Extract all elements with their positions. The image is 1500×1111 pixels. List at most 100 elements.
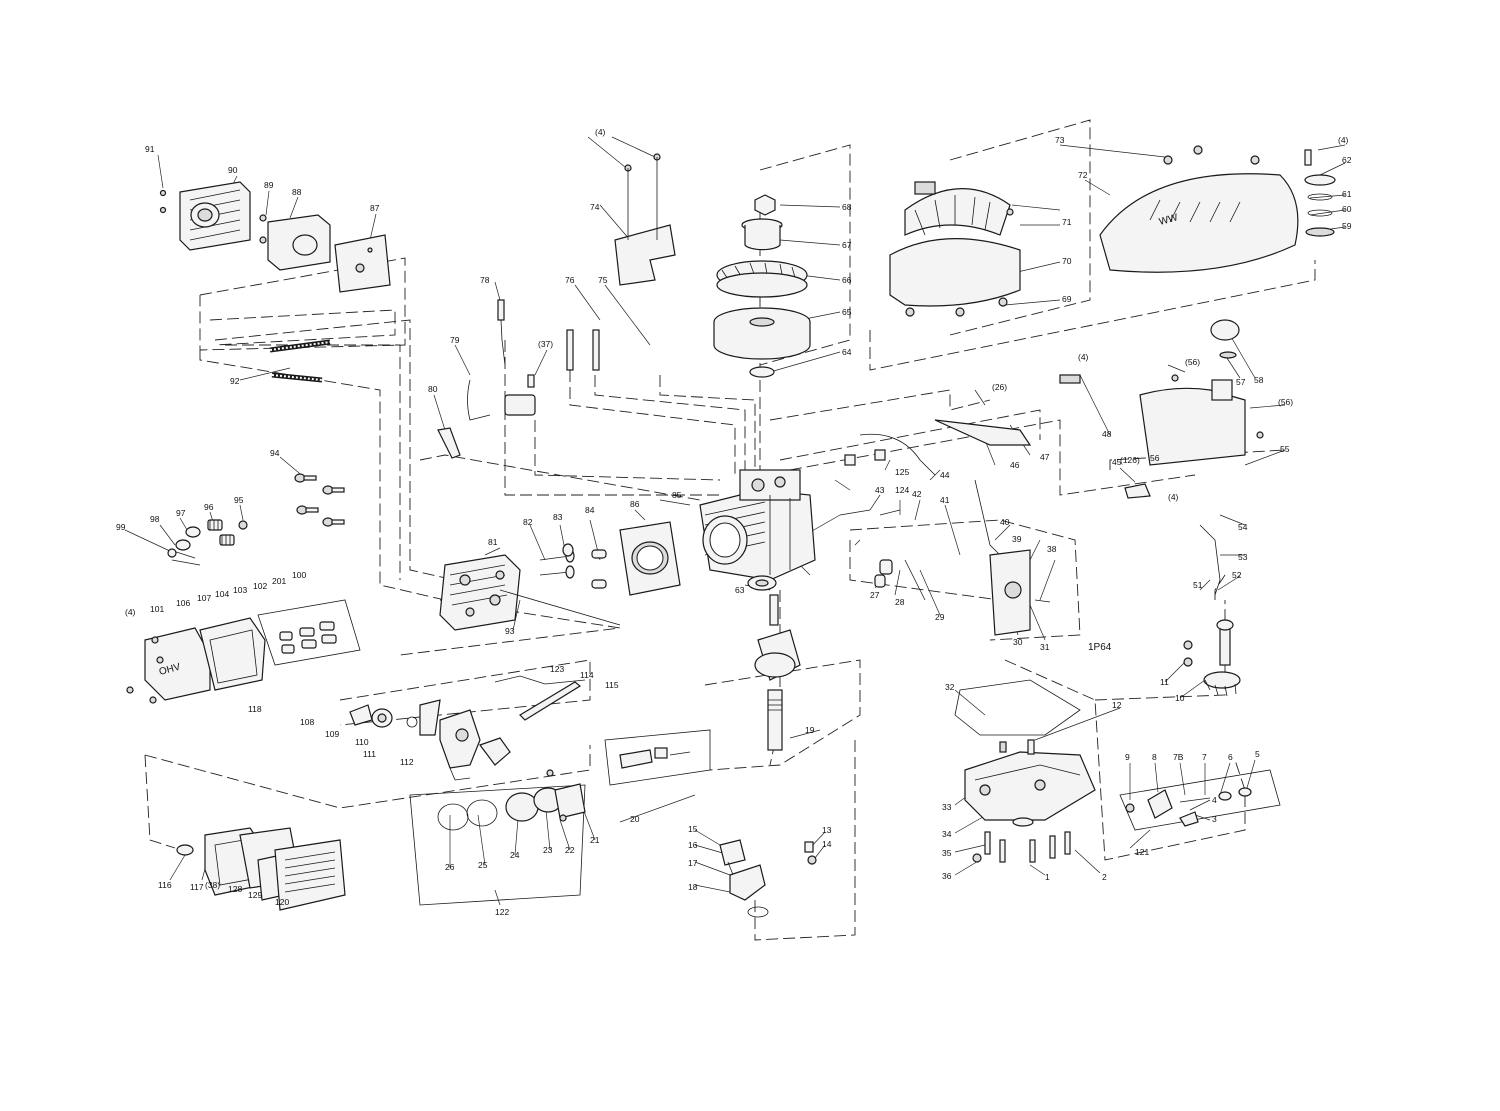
- label-25: 25: [478, 860, 488, 870]
- label-11: 11: [1160, 677, 1169, 687]
- label-112: 112: [400, 757, 414, 767]
- valve-parts: [167, 519, 248, 566]
- label-17: 17: [688, 858, 698, 868]
- governor-parts: [1119, 769, 1281, 831]
- label-99: 99: [116, 522, 126, 532]
- label-97: 97: [176, 508, 186, 518]
- label-1: 1: [1045, 872, 1050, 882]
- label-69: 69: [1062, 294, 1072, 304]
- label-104: 104: [215, 589, 229, 599]
- label-106: 106: [176, 598, 190, 608]
- ignition-parts: [437, 299, 600, 459]
- flywheel-stack: [713, 194, 811, 378]
- oil-seal: [747, 575, 777, 591]
- label-116: 116: [158, 880, 172, 890]
- label-85: 85: [672, 490, 682, 500]
- label-128: 128: [228, 884, 242, 894]
- label-2: 2: [1102, 872, 1107, 882]
- label-21: 21: [590, 835, 600, 845]
- label-42: 42: [912, 489, 922, 499]
- label-125: 125: [895, 467, 909, 477]
- label-201: 201: [272, 576, 286, 586]
- label-82: 82: [523, 517, 533, 527]
- label-70: 70: [1062, 256, 1072, 266]
- label-126: (126): [1120, 455, 1140, 465]
- label-108: 108: [300, 717, 314, 727]
- label-16: 16: [688, 840, 698, 850]
- label-38: 38: [1047, 544, 1057, 554]
- label-34: 34: [942, 829, 952, 839]
- label-111: 111: [363, 749, 376, 759]
- cover-brand-mark: WW: [1158, 212, 1180, 228]
- label-95: 95: [234, 495, 244, 505]
- head-bolts: [539, 543, 607, 589]
- label-92: 92: [230, 376, 240, 386]
- label-54: 54: [1238, 522, 1248, 532]
- camshaft: [1183, 619, 1241, 697]
- label-129: 129: [248, 890, 262, 900]
- label-47: 47: [1040, 452, 1050, 462]
- muffler-assembly: [159, 181, 391, 293]
- label-98: 98: [150, 514, 160, 524]
- label-7: 7: [1202, 752, 1207, 762]
- fuel-tank: [1139, 319, 1264, 466]
- label-5: 5: [1255, 749, 1260, 759]
- label-20: 20: [630, 814, 640, 824]
- label-93: 93: [505, 626, 515, 636]
- label-61: 61: [1342, 189, 1352, 199]
- assembly-guide-lines: [144, 119, 1316, 941]
- label-76: 76: [565, 275, 575, 285]
- label-79: 79: [450, 335, 460, 345]
- label-114: 114: [580, 670, 594, 680]
- label-96: 96: [204, 502, 214, 512]
- label-109: 109: [325, 729, 339, 739]
- label-13: 13: [822, 825, 832, 835]
- label-43: 43: [875, 485, 885, 495]
- label-55: 55: [1280, 444, 1290, 454]
- label-56: 56: [1150, 453, 1160, 463]
- label-118: 118: [248, 704, 262, 714]
- oil-filler-parts: [719, 839, 817, 918]
- label-56-top: (56): [1185, 357, 1200, 367]
- label-75: 75: [598, 275, 608, 285]
- label-88: 88: [292, 187, 302, 197]
- label-14: 14: [822, 839, 832, 849]
- label-33: 33: [942, 802, 952, 812]
- engine-block: [699, 469, 816, 581]
- label-28: 28: [895, 597, 905, 607]
- label-57: 57: [1236, 377, 1246, 387]
- label-59: 59: [1342, 221, 1352, 231]
- label-107: 107: [197, 593, 211, 603]
- label-115: 115: [605, 680, 619, 690]
- label-22: 22: [565, 845, 575, 855]
- label-91: 91: [145, 144, 155, 154]
- label-124: 124: [895, 485, 909, 495]
- label-4-top: (4): [595, 127, 606, 137]
- label-35: 35: [942, 848, 952, 858]
- label-62: 62: [1342, 155, 1352, 165]
- label-32: 32: [945, 682, 955, 692]
- air-filter-assembly: [176, 827, 346, 911]
- blower-housing: [889, 181, 1021, 317]
- label-101: 101: [150, 604, 164, 614]
- label-52: 52: [1232, 570, 1242, 580]
- label-31: 31: [1040, 642, 1050, 652]
- label-4-bolt: (4): [1168, 492, 1179, 502]
- engine-top-cover: WW: [1099, 145, 1299, 273]
- label-117: 117: [190, 882, 204, 892]
- label-73: 73: [1055, 135, 1065, 145]
- studs: [269, 339, 331, 383]
- label-12: 12: [1112, 700, 1122, 710]
- label-26: 26: [445, 862, 455, 872]
- label-10: 10: [1175, 693, 1185, 703]
- label-100: 100: [292, 570, 306, 580]
- label-78: 78: [480, 275, 490, 285]
- intake-parts: [409, 729, 711, 906]
- label-39: 39: [1012, 534, 1022, 544]
- label-86: 86: [630, 499, 640, 509]
- bolt-set: [294, 473, 345, 527]
- label-48: 48: [1102, 429, 1112, 439]
- label-53: 53: [1238, 552, 1248, 562]
- label-64: 64: [842, 347, 852, 357]
- label-94: 94: [270, 448, 280, 458]
